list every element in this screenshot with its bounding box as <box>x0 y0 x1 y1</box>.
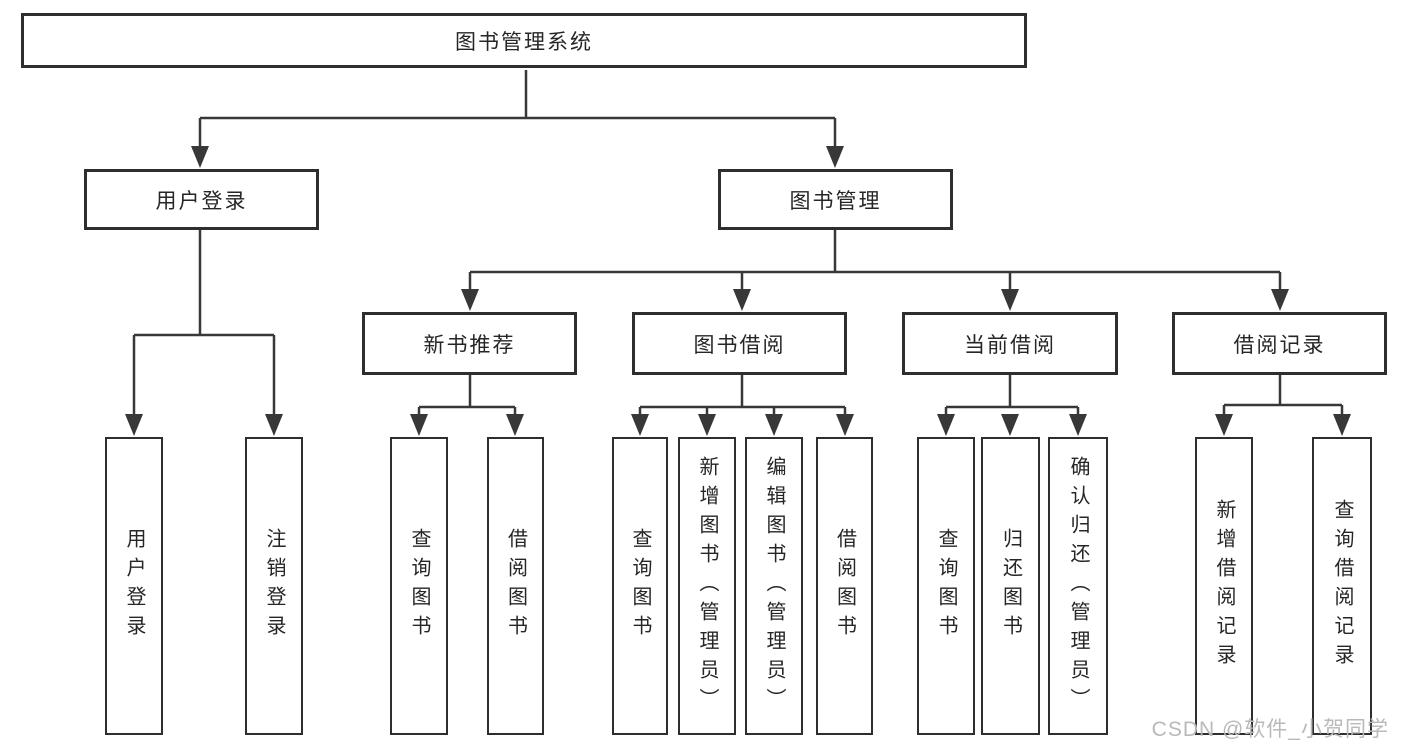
node-user-login: 用户登录 <box>84 169 319 230</box>
node-current-borrow: 当前借阅 <box>902 312 1118 375</box>
node-book-borrow: 图书借阅 <box>632 312 847 375</box>
node-book-management: 图书管理 <box>718 169 953 230</box>
leaf-confirm-return-admin: 确认归还（管理员） <box>1048 437 1108 735</box>
node-root-system: 图书管理系统 <box>21 13 1027 68</box>
leaf-add-book-admin: 新增图书（管理员） <box>678 437 736 735</box>
csdn-watermark: CSDN @软件_小贺同学 <box>1151 718 1389 741</box>
leaf-logout: 注销登录 <box>245 437 303 735</box>
leaf-recommend-query-books: 查询图书 <box>390 437 448 735</box>
leaf-add-borrow-record: 新增借阅记录 <box>1195 437 1253 735</box>
leaf-return-books: 归还图书 <box>981 437 1040 735</box>
leaf-borrow-borrow-books: 借阅图书 <box>816 437 873 735</box>
node-new-book-recommend: 新书推荐 <box>362 312 577 375</box>
leaf-edit-book-admin: 编辑图书（管理员） <box>745 437 803 735</box>
leaf-query-borrow-record: 查询借阅记录 <box>1312 437 1372 735</box>
leaf-borrow-query-books: 查询图书 <box>612 437 668 735</box>
node-borrow-records: 借阅记录 <box>1172 312 1387 375</box>
leaf-recommend-borrow-books: 借阅图书 <box>487 437 544 735</box>
leaf-user-login: 用户登录 <box>105 437 163 735</box>
leaf-current-query-books: 查询图书 <box>917 437 975 735</box>
